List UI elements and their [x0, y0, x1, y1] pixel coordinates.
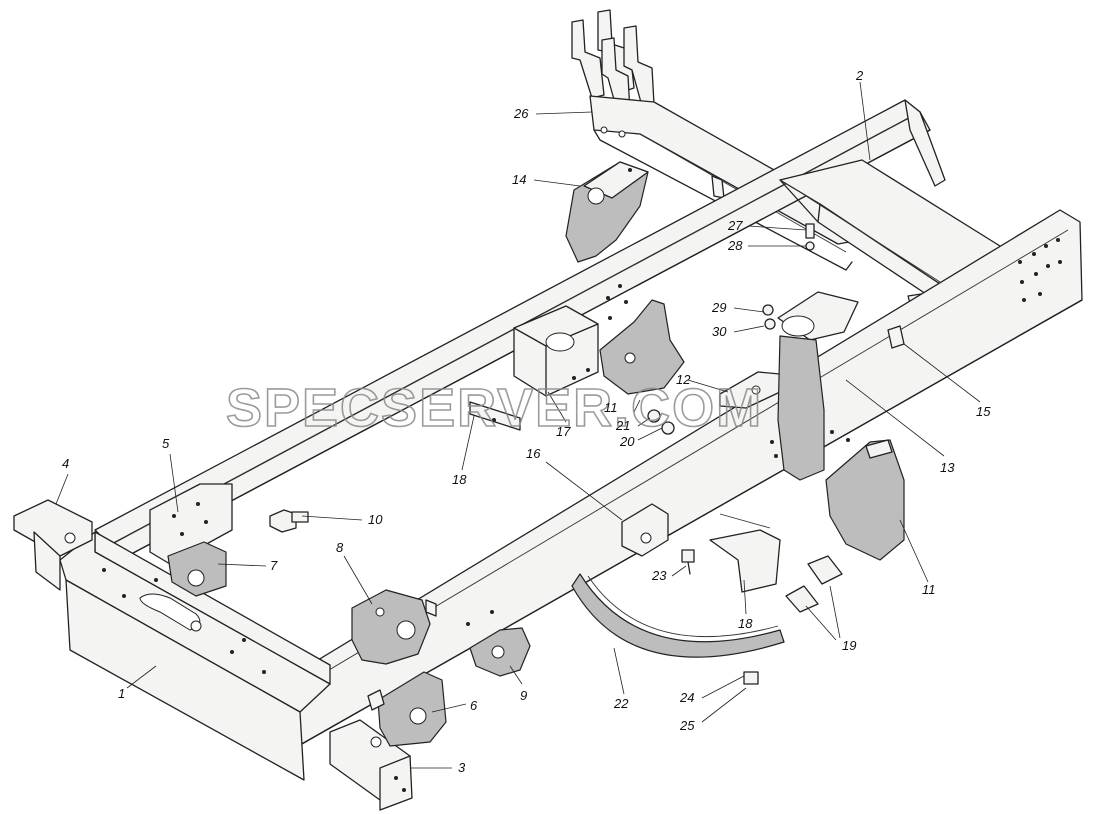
bracket-3	[329, 719, 413, 811]
bracket-16	[621, 503, 669, 557]
callout-23: 23	[651, 568, 667, 583]
fasteners-27-30	[762, 223, 815, 330]
spring-bracket-8	[351, 589, 437, 665]
callout-18-upper: 18	[452, 472, 467, 487]
shim-18-upper	[469, 401, 521, 431]
bracket-13	[770, 291, 859, 481]
spring-bracket-7	[167, 541, 227, 597]
bolt-10	[269, 509, 309, 533]
callout-19: 19	[842, 638, 856, 653]
callout-10: 10	[368, 512, 383, 527]
callout-2: 2	[855, 68, 864, 83]
callout-11-lower: 11	[922, 582, 936, 597]
bracket-4	[13, 499, 93, 591]
callout-11-upper: 11	[604, 400, 618, 415]
callout-1: 1	[118, 686, 125, 701]
bracket-18-lower	[709, 513, 781, 593]
callout-25: 25	[679, 718, 695, 733]
callout-8: 8	[336, 540, 344, 555]
callout-labels: 1 2 3 4 5 6 7 8 9 10 11 11 12 13 14 15 1…	[62, 68, 991, 775]
bracket-5	[149, 483, 233, 565]
callout-29: 29	[711, 300, 726, 315]
callout-6: 6	[470, 698, 478, 713]
callout-14: 14	[512, 172, 526, 187]
callout-12: 12	[676, 372, 691, 387]
bracket-14	[565, 161, 649, 263]
shackle-9	[466, 610, 531, 677]
spring-bracket-11-lower	[825, 439, 905, 561]
callout-5: 5	[162, 436, 170, 451]
callout-24: 24	[679, 690, 694, 705]
callout-4: 4	[62, 456, 69, 471]
bolts-19	[785, 555, 843, 613]
spring-bracket-6	[367, 671, 447, 747]
side-rail-right	[284, 209, 1083, 746]
spring-bracket-12-upper	[599, 284, 685, 395]
callout-18-lower: 18	[738, 616, 753, 631]
callout-13: 13	[940, 460, 955, 475]
callout-17: 17	[556, 424, 571, 439]
callout-26: 26	[513, 106, 529, 121]
nuts-20-21	[647, 409, 675, 435]
front-bumper	[59, 531, 331, 781]
bracket-17	[513, 305, 599, 397]
callout-27: 27	[727, 218, 743, 233]
callout-30: 30	[712, 324, 727, 339]
leader-lines	[55, 81, 981, 769]
bolt-23	[681, 549, 695, 575]
watermark-text: SPECSERVER.COM	[226, 378, 763, 438]
rear-crossmember	[571, 9, 861, 271]
callout-28: 28	[727, 238, 743, 253]
callout-3: 3	[458, 760, 466, 775]
callout-22: 22	[613, 696, 629, 711]
callout-16: 16	[526, 446, 541, 461]
callout-7: 7	[270, 558, 278, 573]
callout-21: 21	[615, 418, 630, 433]
callout-9: 9	[520, 688, 527, 703]
callout-15: 15	[976, 404, 991, 419]
hose-22	[571, 573, 785, 658]
clip-24-25	[743, 671, 759, 685]
callout-20: 20	[619, 434, 635, 449]
